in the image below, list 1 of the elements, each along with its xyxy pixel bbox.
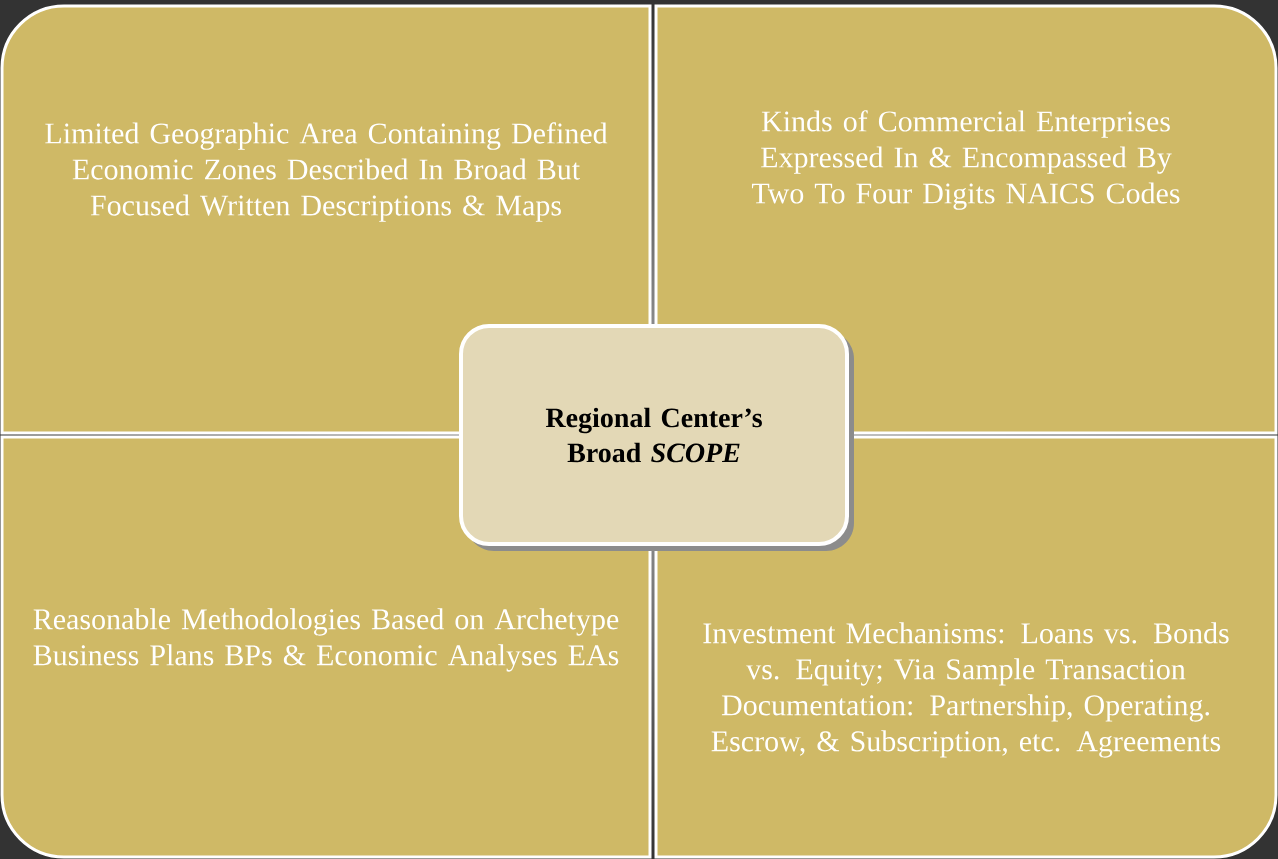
center-box: Regional Center’s Broad SCOPE — [459, 324, 854, 551]
